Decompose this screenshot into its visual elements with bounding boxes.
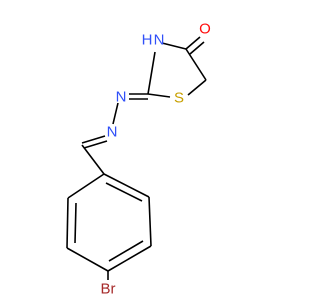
ring-bond-2 — [148, 196, 152, 247]
ring-inner-3 — [74, 202, 77, 244]
nitrogen-exo-label: N — [116, 89, 127, 106]
nitrogen-hydrazone-label: N — [107, 124, 118, 141]
sulfur-label: S — [174, 90, 184, 107]
hydrogen-label: H — [142, 32, 153, 49]
ring-bond-6 — [67, 173, 105, 199]
ring-inner-2 — [108, 240, 144, 262]
structure-diagram: H N O S N N Br — [66, 21, 211, 298]
ring-bond-5 — [66, 197, 69, 249]
bond-nhyd-ch-1 — [81, 135, 106, 144]
bond-ch-aryl — [81, 144, 105, 175]
bromine-label: Br — [101, 281, 116, 298]
bond-nexo-nhyd — [112, 102, 119, 125]
ring-inner-1 — [105, 182, 143, 202]
ring-bond-1 — [103, 173, 150, 198]
bond-c4-o-1 — [185, 36, 201, 50]
bond-s-c2 — [147, 93, 171, 98]
bond-c2-n3 — [147, 51, 156, 95]
bond-n3-c4 — [161, 42, 187, 50]
oxygen-label: O — [199, 21, 211, 38]
bond-c4-o-2 — [189, 41, 205, 55]
ring-bond-3 — [107, 245, 152, 272]
nitrogen-ring-label: N — [154, 32, 165, 49]
molecule-canvas: H N O S N N Br — [66, 21, 211, 298]
bond-c4-c5 — [185, 48, 207, 81]
bond-c5-s — [187, 79, 207, 96]
ring-bond-4 — [66, 247, 109, 272]
bond-nhyd-ch-2 — [83, 140, 108, 149]
